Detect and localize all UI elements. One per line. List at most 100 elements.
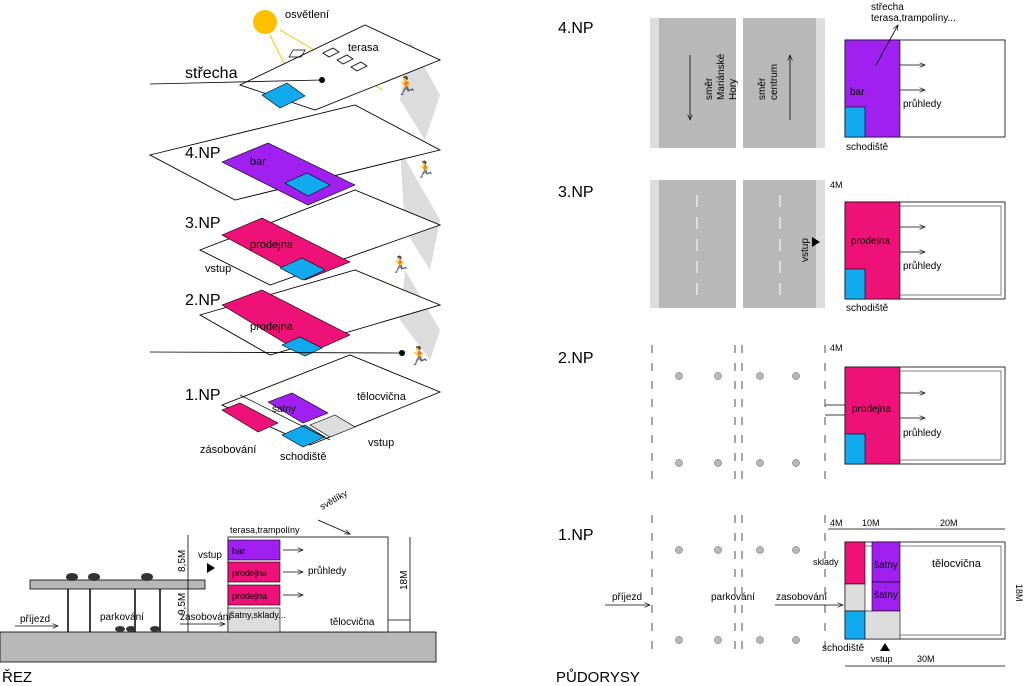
- dir-2-line1: směr: [757, 77, 768, 100]
- roof-label: střecha: [185, 65, 238, 82]
- road-edge: [650, 180, 659, 308]
- plan-3-views: průhledy: [903, 260, 941, 272]
- plan-3-entrance: vstup: [800, 238, 811, 262]
- car-icon: [88, 573, 100, 581]
- column-dot: [756, 636, 764, 644]
- plans-title: PŮDORYSY: [556, 668, 640, 686]
- plan-1-parking: parkování: [711, 592, 755, 603]
- section-drawing: bar prodejna prodejna šatny,sklady... te…: [0, 488, 437, 686]
- floor-3-plate: [198, 189, 442, 286]
- plan-1-label: 1.NP: [558, 527, 594, 544]
- axonometric-diagram: osvětlení terasa střecha 🏃 bar 4.NP 🏃 pr…: [148, 9, 442, 463]
- skylight: [350, 61, 368, 72]
- plan-2-views: průhledy: [903, 427, 941, 439]
- plan-3-stair: [844, 268, 866, 300]
- car-icon: [126, 626, 136, 632]
- column-dot: [675, 546, 683, 554]
- plan-1-arrival: příjezd: [612, 592, 642, 603]
- section-title: ŘEZ: [2, 669, 32, 686]
- person-icon: 🏃: [415, 160, 435, 179]
- plan-2-stair: [844, 433, 866, 465]
- dir-1-line2: Mariánské: [716, 53, 727, 100]
- plan-2-label: 2.NP: [558, 350, 594, 367]
- column-dot: [792, 459, 800, 467]
- road-edge: [816, 180, 825, 308]
- entrance-1-label: vstup: [368, 437, 394, 449]
- bar-zone: [221, 142, 356, 206]
- sun-icon: [253, 10, 277, 34]
- section-shop-1: [227, 561, 281, 583]
- plan-1-gym-label: tělocvična: [932, 558, 982, 570]
- section-bar: [227, 539, 281, 561]
- floor-4-plate: [148, 104, 442, 201]
- supply-zone: [221, 402, 279, 433]
- roof-leader: [149, 79, 323, 85]
- plan-1-stair: [844, 610, 866, 640]
- road-lane-2: [743, 18, 816, 148]
- shop-3-zone: [221, 217, 351, 281]
- skylight: [336, 54, 354, 65]
- column-dot: [756, 459, 764, 467]
- plan-1-dim-10: 10M: [862, 518, 880, 528]
- arrival-label: příjezd: [20, 614, 50, 625]
- shop-2-zone: [221, 289, 351, 356]
- column-dot: [675, 636, 683, 644]
- column-dot: [675, 372, 683, 380]
- plan-1-supply: [844, 583, 866, 612]
- floor-1-label: 1.NP: [185, 387, 221, 404]
- plan-1-storage: [844, 541, 866, 585]
- plan-1-dim-30: 30M: [917, 654, 935, 664]
- person-icon: 🏃: [395, 75, 417, 96]
- floor-plans: 4.NP směr Mariánské Hory směr centrum ba…: [556, 2, 1024, 686]
- car-icon: [66, 573, 78, 581]
- plan-2-dim: 4M: [830, 343, 843, 353]
- section-shop-2: [227, 584, 281, 606]
- parking-deck: [29, 579, 206, 590]
- plan-1-storage-label: sklady: [813, 557, 839, 567]
- plan-1-lockers-1: [871, 541, 901, 583]
- person-icon: 🏃: [390, 255, 410, 274]
- column-dot: [714, 372, 722, 380]
- skylight: [322, 47, 340, 58]
- lockers-label: šatny: [272, 404, 296, 415]
- section-ground-label: šatny,sklady...: [230, 610, 286, 620]
- supply-label: zásobování: [200, 444, 256, 456]
- plan-4-stair: [844, 106, 866, 138]
- service-zone: [309, 414, 356, 438]
- stairs-label: schodiště: [280, 451, 326, 463]
- floor-4-label: 4.NP: [185, 145, 221, 162]
- section-shop-2-label: prodejna: [232, 591, 267, 601]
- corridor-line: [239, 394, 331, 441]
- floor-3-label: 3.NP: [185, 215, 221, 232]
- plan-1-lockers-2-label: šatny: [874, 590, 898, 601]
- column-dot: [792, 372, 800, 380]
- stair-4: [284, 172, 331, 197]
- plan-3-dim: 4M: [830, 180, 843, 190]
- plan-3-stairs: schodiště: [846, 303, 889, 314]
- marker-dot: [399, 350, 405, 356]
- plan-4-bar-label: bar: [850, 87, 865, 98]
- plan-4-label: 4.NP: [558, 20, 594, 37]
- plan-4-stairs: schodiště: [846, 142, 889, 153]
- lighting-label: osvětlení: [285, 9, 329, 21]
- entrance-3-label: vstup: [205, 263, 231, 275]
- plan-1-corridor: [864, 610, 901, 640]
- section-roof-label: terasa,trampolíny: [230, 525, 300, 535]
- parking-label: parkování: [100, 612, 144, 623]
- dim-8-5: 8,5M: [177, 550, 188, 572]
- car-icon: [115, 626, 125, 632]
- column-dot: [792, 636, 800, 644]
- car-icon: [150, 626, 160, 632]
- shop-2-label: prodejna: [250, 321, 294, 333]
- road-edge: [816, 18, 825, 148]
- floor-2-plate: [198, 269, 442, 356]
- section-gym-label: tělocvična: [330, 617, 375, 628]
- plan-1-dim-4: 4M: [830, 518, 843, 528]
- ground-slab: [0, 631, 437, 663]
- road-edge: [650, 18, 659, 148]
- plan-3-label: 3.NP: [558, 184, 594, 201]
- plan-1-lockers-2: [871, 581, 901, 612]
- skylights-label: světlíky: [318, 488, 349, 512]
- entrance-triangle: [812, 237, 820, 247]
